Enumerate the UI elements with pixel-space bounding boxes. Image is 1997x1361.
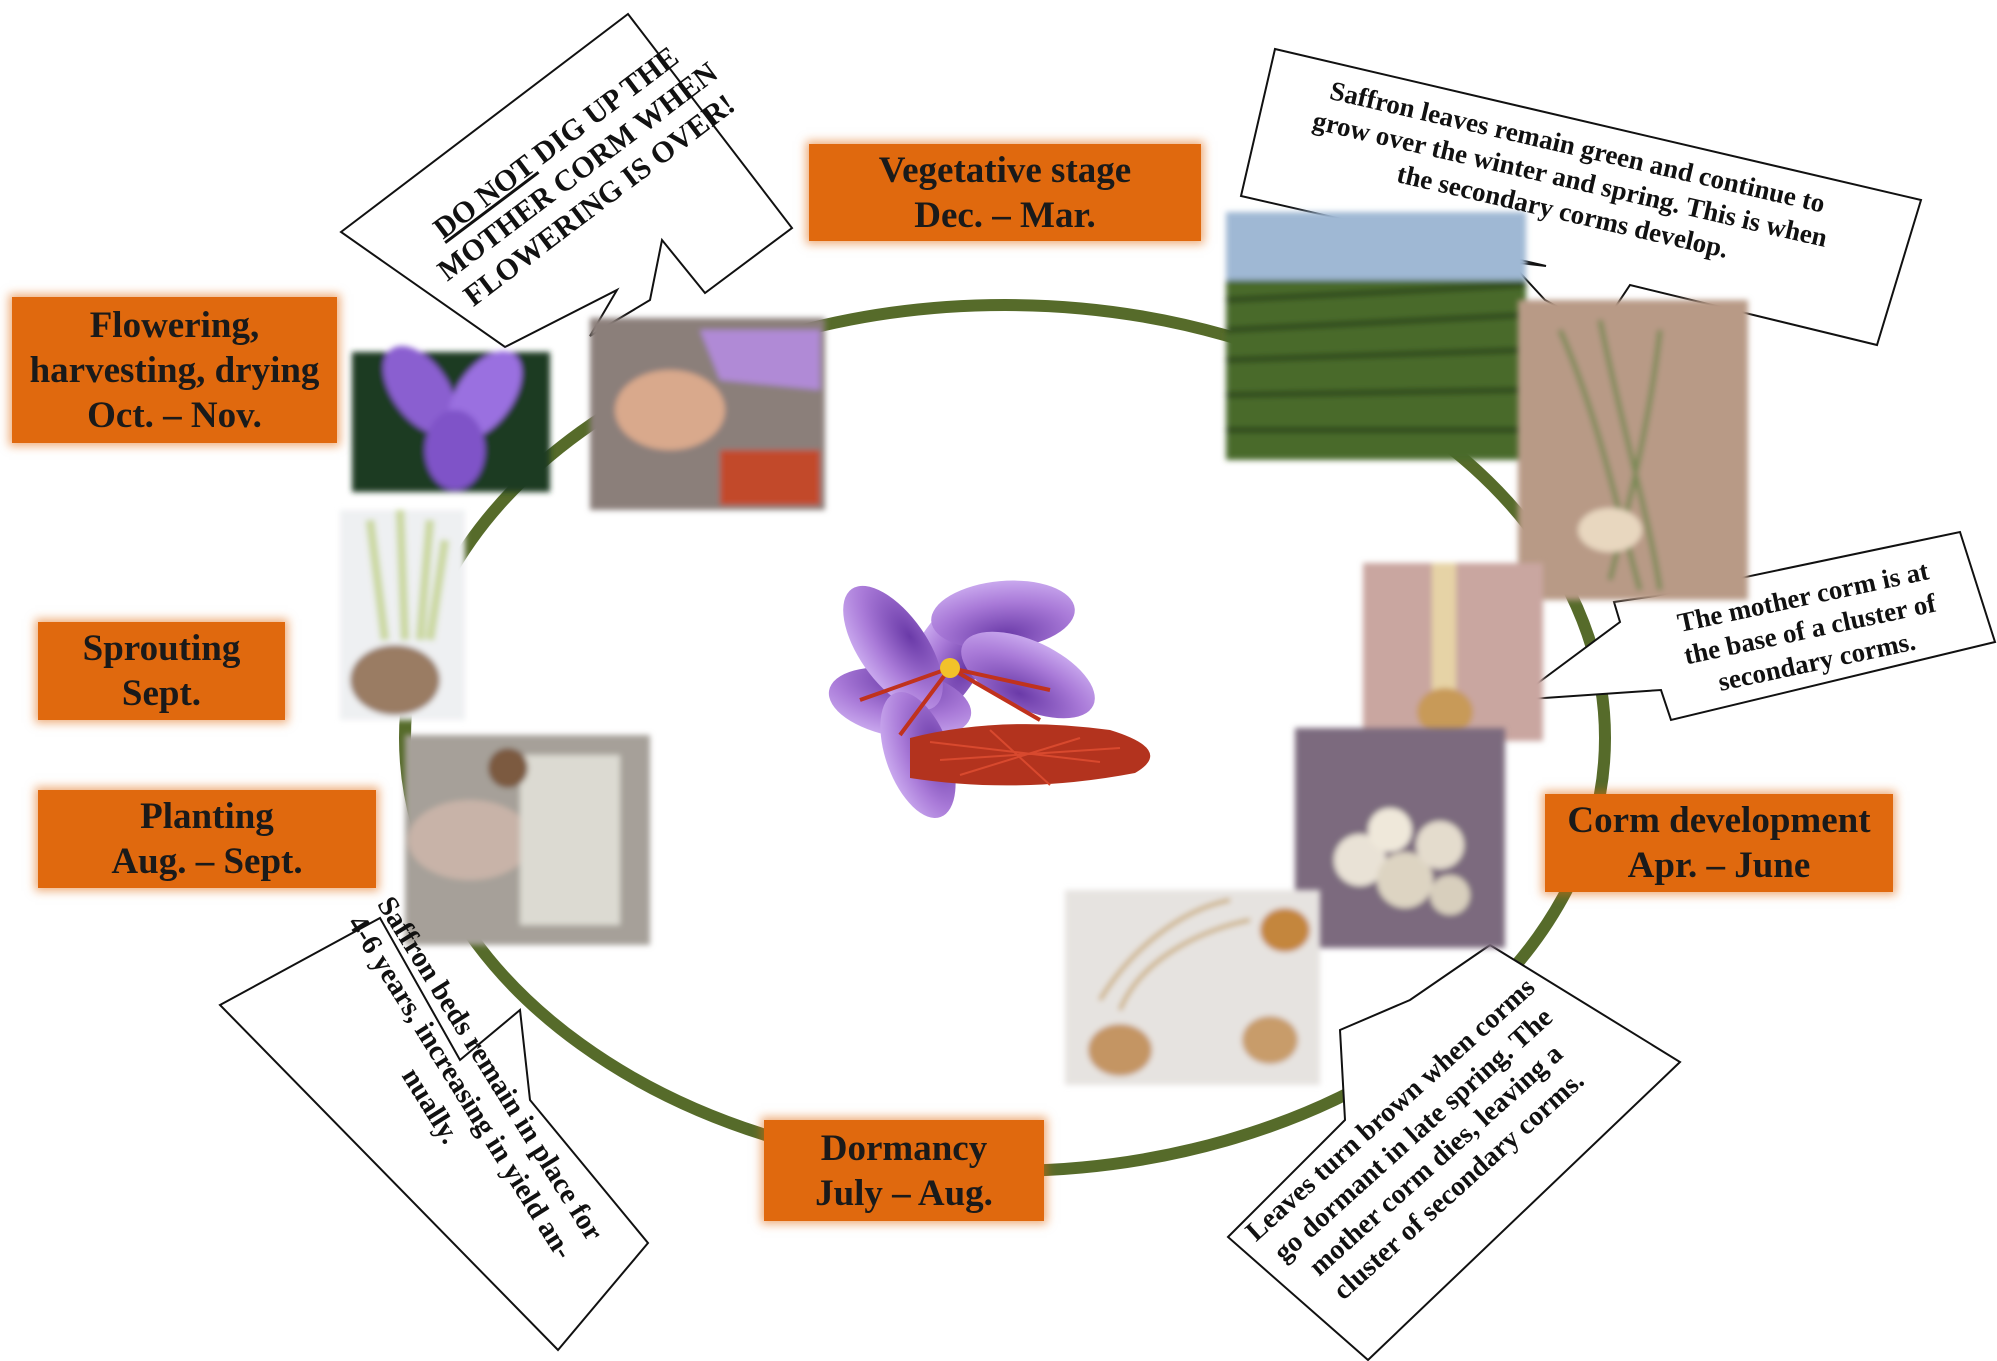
photo-flower: [352, 346, 550, 492]
photo-harvesting: [590, 318, 825, 510]
photo-corm-cluster: [1295, 728, 1505, 948]
stage-corm-development: Corm development Apr. – June: [1545, 794, 1893, 892]
stage-planting: Planting Aug. – Sept.: [38, 790, 376, 888]
stage-sprouting: Sprouting Sept.: [38, 622, 285, 720]
photo-sprouting: [340, 509, 465, 720]
photo-planting: [405, 735, 650, 945]
arrow-leaves-brown: [1226, 943, 1682, 1361]
arrow-dig-up: [339, 12, 794, 349]
photo-corm-single: [1363, 563, 1543, 741]
stage-flowering: Flowering, harvesting, drying Oct. – Nov…: [12, 297, 337, 443]
photo-dormant-corms: [1065, 890, 1320, 1085]
photo-hand-leaves: [1518, 300, 1748, 600]
photo-field: [1225, 212, 1527, 460]
stage-vegetative: Vegetative stage Dec. – Mar.: [809, 144, 1201, 241]
stage-dormancy: Dormancy July – Aug.: [764, 1120, 1044, 1221]
arrow-mother-corm: [1511, 530, 1997, 722]
arrow-beds: [218, 916, 650, 1352]
saffron-center-image: [828, 580, 1151, 818]
